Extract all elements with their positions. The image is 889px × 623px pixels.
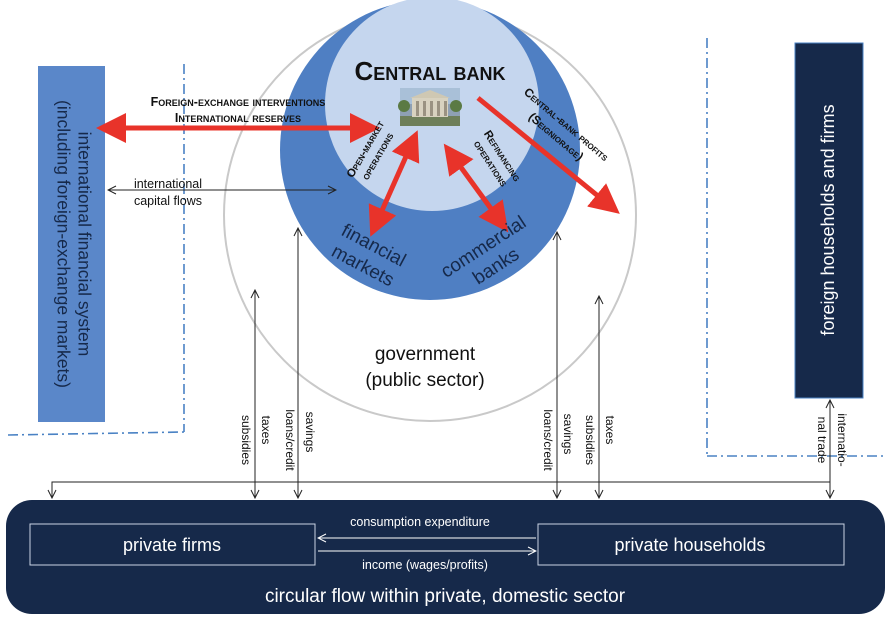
private-firms-label: private firms (123, 535, 221, 555)
central-bank-building-image (398, 88, 462, 126)
foreign-households-box (794, 42, 864, 399)
right-savings-label: savings (561, 414, 575, 455)
right-subsidies-label: subsidies (583, 415, 597, 465)
left-subsidies-label: subsidies (239, 415, 253, 465)
circular-flow-label: circular flow within private, domestic s… (265, 586, 626, 607)
private-sector-panel (6, 500, 885, 614)
private-households-label: private households (614, 535, 765, 555)
international-financial-system-label: international financial system (75, 132, 95, 357)
consumption-expenditure-label: consumption expenditure (350, 515, 490, 529)
international-capital-flows-label: international (134, 177, 202, 191)
international-reserves-label: International reserves (175, 111, 301, 125)
right-loans-credit-label: loans/credit (541, 409, 555, 471)
government-label: government (375, 344, 476, 365)
left-savings-label: savings (303, 412, 317, 453)
international-trade-label: internatio- (835, 413, 849, 466)
left-taxes-label: taxes (259, 416, 273, 445)
fx-interventions-label: Foreign-exchange interventions (151, 95, 326, 109)
refinancing-arrow (443, 143, 509, 233)
foreign-households-label: foreign households and firms (818, 104, 838, 335)
international-financial-system-sublabel: (including foreign-exchange markets) (54, 100, 74, 388)
boundary-right (706, 38, 885, 457)
public-sector-label: (public sector) (365, 370, 484, 391)
private-households-box (537, 523, 845, 566)
income-label: income (wages/profits) (362, 558, 488, 572)
trade-connector-line (51, 481, 830, 498)
left-loans-credit-label: loans/credit (283, 409, 297, 471)
right-taxes-label: taxes (603, 416, 617, 445)
private-firms-box (29, 523, 316, 566)
central-bank-title: Central bank (355, 56, 506, 86)
international-trade-sublabel: nal trade (815, 417, 829, 464)
open-market-arrow (368, 130, 420, 237)
international-capital-flows-sublabel: capital flows (134, 194, 202, 208)
seigniorage-arrow (476, 96, 620, 214)
international-financial-system-box (38, 66, 105, 422)
